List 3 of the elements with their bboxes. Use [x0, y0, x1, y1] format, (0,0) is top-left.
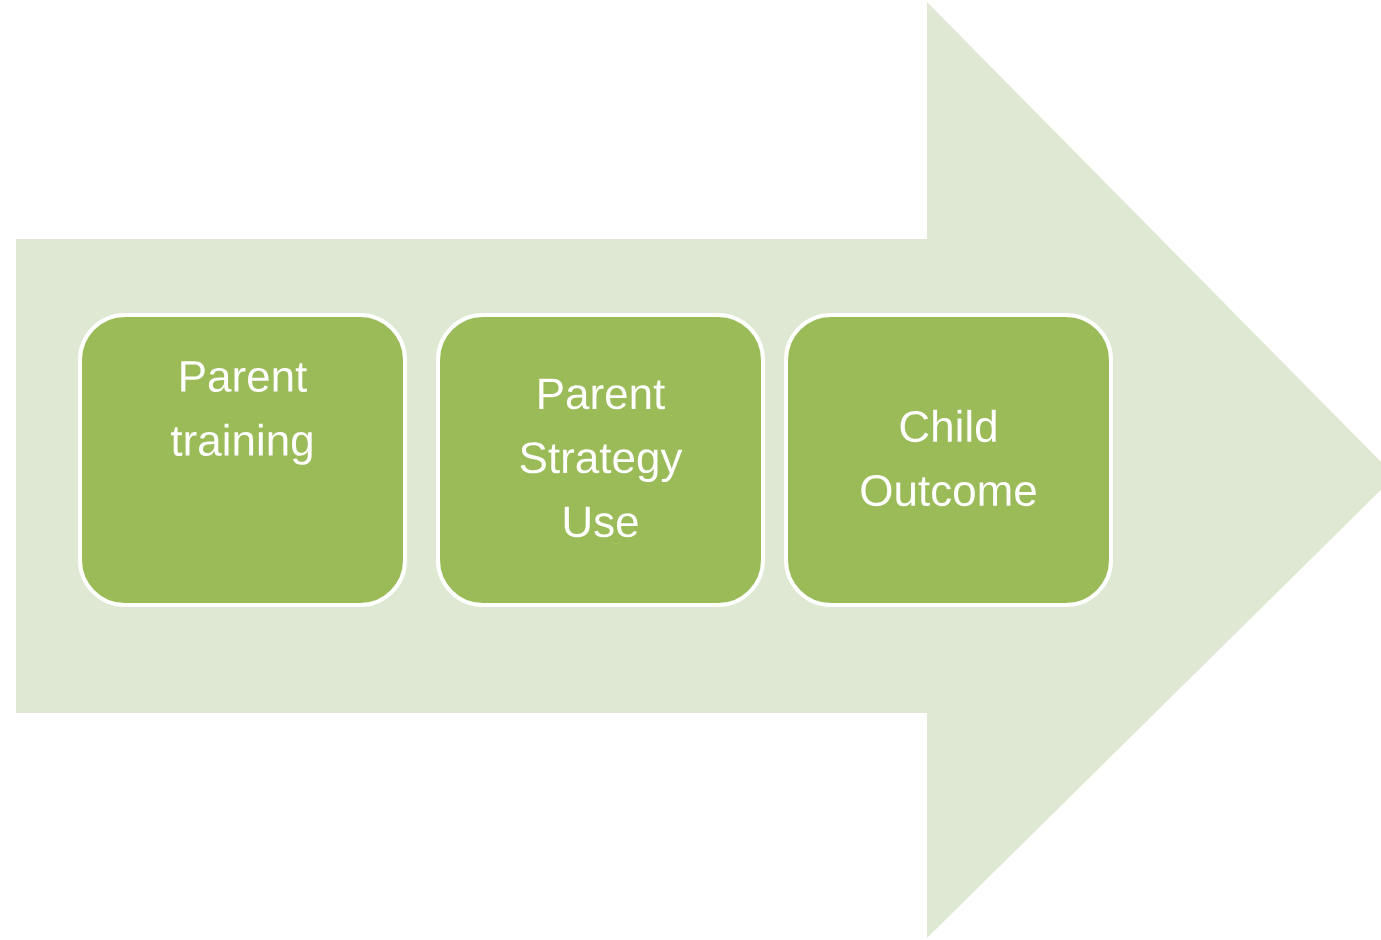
process-box: Parent training — [78, 313, 407, 607]
process-box: Parent Strategy Use — [436, 313, 765, 607]
process-box: Child Outcome — [784, 313, 1113, 607]
